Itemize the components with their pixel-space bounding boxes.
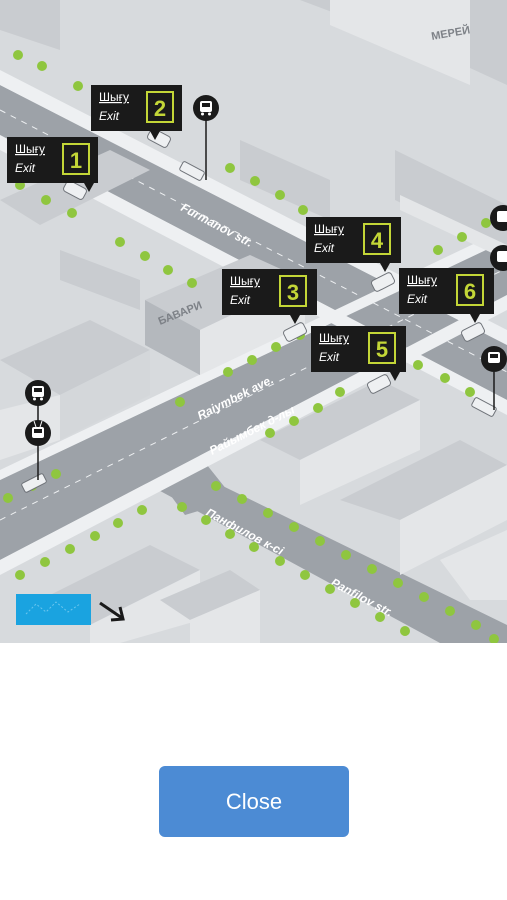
exit-number: 1 (70, 148, 82, 173)
exit-number: 2 (154, 96, 166, 121)
metro-exit-map[interactable]: МЕРЕЙ БАВАРИ Furmanov str. Raiymbek ave.… (0, 0, 507, 643)
trolleybus-stop-icon[interactable] (490, 245, 507, 271)
trees (3, 50, 499, 643)
exit-label-en: Exit (319, 350, 340, 364)
trolleybus-stop-icon[interactable] (25, 420, 51, 446)
exit-sign-2[interactable]: Шығу Exit 2 (91, 85, 182, 140)
exit-sign-4[interactable]: Шығу Exit 4 (306, 217, 401, 272)
metro-entrances (21, 128, 497, 493)
close-button[interactable]: Close (159, 766, 349, 837)
exit-label-kz: Шығу (314, 222, 344, 236)
exit-label-kz: Шығу (319, 331, 349, 345)
raiymbek-road (0, 240, 507, 560)
exit-label-en: Exit (99, 109, 120, 123)
exit-sign-5[interactable]: Шығу Exit 5 (311, 326, 406, 381)
bus-stop-icon[interactable] (481, 346, 507, 410)
exit-label-en: Exit (15, 161, 36, 175)
north-arrow-icon (99, 601, 125, 622)
exit-sign-6[interactable]: Шығу Exit 6 (399, 268, 494, 323)
exit-sign-1[interactable]: Шығу Exit 1 (7, 137, 98, 192)
exit-number: 6 (464, 279, 476, 304)
exit-number: 3 (287, 280, 299, 305)
exit-label-en: Exit (407, 292, 428, 306)
compass-icon[interactable] (16, 594, 91, 625)
exit-number: 5 (376, 337, 388, 362)
exit-label-en: Exit (230, 293, 251, 307)
bus-stop-icon[interactable] (193, 95, 219, 180)
panfilov-road (140, 470, 507, 643)
exit-label-en: Exit (314, 241, 335, 255)
bus-stop-icon[interactable] (490, 205, 507, 231)
exit-label-kz: Шығу (15, 142, 45, 156)
exit-sign-3[interactable]: Шығу Exit 3 (222, 269, 317, 324)
exit-label-kz: Шығу (407, 273, 437, 287)
exit-label-kz: Шығу (230, 274, 260, 288)
exit-label-kz: Шығу (99, 90, 129, 104)
exit-number: 4 (371, 228, 384, 253)
